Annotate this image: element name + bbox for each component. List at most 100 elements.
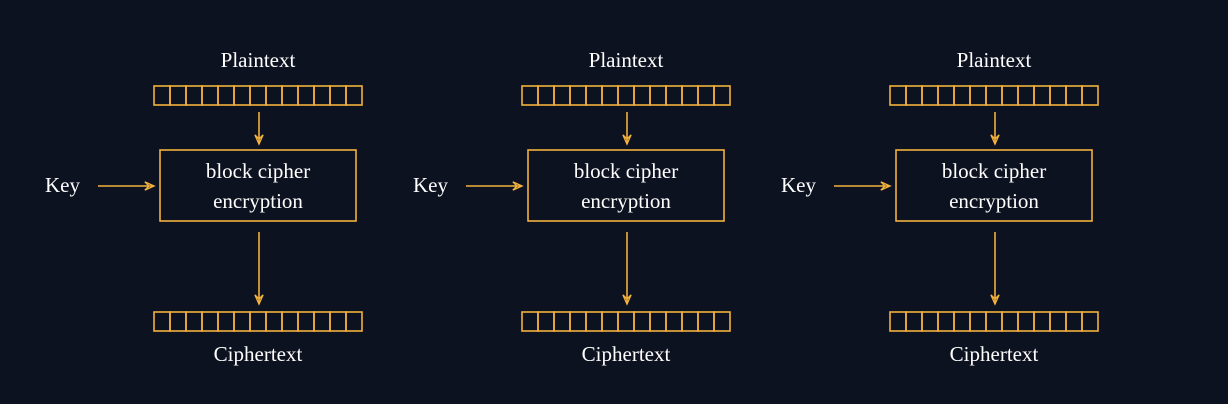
cipher-label-line2: encryption bbox=[949, 189, 1039, 213]
cipher-label-line2: encryption bbox=[581, 189, 671, 213]
block-cell bbox=[233, 311, 251, 332]
block-cell bbox=[649, 311, 667, 332]
block-cell bbox=[1001, 311, 1019, 332]
block-cell bbox=[585, 85, 603, 106]
plaintext-label: Plaintext bbox=[589, 48, 664, 72]
key-label: Key bbox=[45, 173, 80, 197]
block-cell bbox=[905, 85, 923, 106]
block-cell bbox=[1033, 311, 1051, 332]
plaintext-to-cipher-arrow bbox=[990, 112, 1000, 146]
block-cell bbox=[617, 85, 635, 106]
block-cell bbox=[329, 85, 347, 106]
block-cell bbox=[1081, 311, 1099, 332]
ciphertext-label: Ciphertext bbox=[582, 342, 671, 366]
block-cell bbox=[553, 85, 571, 106]
block-cell bbox=[633, 311, 651, 332]
block-cell bbox=[249, 311, 267, 332]
cipher-to-ciphertext-arrow bbox=[622, 232, 632, 306]
block-cipher-box bbox=[527, 149, 725, 222]
plaintext-label: Plaintext bbox=[957, 48, 1032, 72]
block-cell bbox=[569, 311, 587, 332]
ciphertext-block bbox=[889, 311, 1099, 332]
block-cell bbox=[969, 85, 987, 106]
block-cell bbox=[921, 85, 939, 106]
key-arrow bbox=[466, 181, 524, 191]
key-label: Key bbox=[413, 173, 448, 197]
block-cipher-box bbox=[895, 149, 1093, 222]
block-cell bbox=[697, 311, 715, 332]
block-cell bbox=[953, 311, 971, 332]
block-cell bbox=[345, 85, 363, 106]
block-cell bbox=[185, 311, 203, 332]
key-arrow bbox=[834, 181, 892, 191]
block-cell bbox=[601, 85, 619, 106]
block-cell bbox=[697, 85, 715, 106]
block-cell bbox=[937, 311, 955, 332]
ecb-unit-2: Plaintext block cipher encryption KeyCipher… bbox=[413, 48, 731, 366]
block-cipher-box bbox=[159, 149, 357, 222]
block-cell bbox=[313, 311, 331, 332]
block-cell bbox=[265, 85, 283, 106]
block-cell bbox=[217, 85, 235, 106]
block-cell bbox=[1081, 85, 1099, 106]
plaintext-to-cipher-arrow bbox=[254, 112, 264, 146]
key-arrow bbox=[98, 181, 156, 191]
block-cell bbox=[537, 85, 555, 106]
block-cell bbox=[1033, 85, 1051, 106]
block-cell bbox=[537, 311, 555, 332]
block-cell bbox=[153, 85, 171, 106]
block-cell bbox=[249, 85, 267, 106]
ciphertext-block bbox=[153, 311, 363, 332]
block-cell bbox=[329, 311, 347, 332]
block-cell bbox=[1017, 85, 1035, 106]
plaintext-block bbox=[889, 85, 1099, 106]
block-cell bbox=[937, 85, 955, 106]
block-cell bbox=[185, 85, 203, 106]
block-cell bbox=[921, 311, 939, 332]
block-cell bbox=[201, 311, 219, 332]
block-cell bbox=[1049, 311, 1067, 332]
block-cell bbox=[889, 85, 907, 106]
ciphertext-block bbox=[521, 311, 731, 332]
block-cell bbox=[953, 85, 971, 106]
block-cell bbox=[1001, 85, 1019, 106]
block-cell bbox=[1049, 85, 1067, 106]
block-cell bbox=[905, 311, 923, 332]
key-label: Key bbox=[781, 173, 816, 197]
block-cell bbox=[713, 85, 731, 106]
cipher-label-line1: block cipher bbox=[574, 159, 678, 183]
plaintext-label: Plaintext bbox=[221, 48, 296, 72]
block-cell bbox=[1017, 311, 1035, 332]
cipher-label-line1: block cipher bbox=[942, 159, 1046, 183]
block-cell bbox=[233, 85, 251, 106]
plaintext-block bbox=[521, 85, 731, 106]
block-cell bbox=[521, 311, 539, 332]
block-cell bbox=[153, 311, 171, 332]
block-cell bbox=[665, 311, 683, 332]
block-cell bbox=[169, 311, 187, 332]
block-cell bbox=[313, 85, 331, 106]
block-cell bbox=[617, 311, 635, 332]
block-cell bbox=[713, 311, 731, 332]
block-cell bbox=[569, 85, 587, 106]
block-cell bbox=[265, 311, 283, 332]
block-cell bbox=[681, 85, 699, 106]
block-cell bbox=[985, 311, 1003, 332]
cipher-to-ciphertext-arrow bbox=[254, 232, 264, 306]
cipher-label-line2: encryption bbox=[213, 189, 303, 213]
block-cell bbox=[969, 311, 987, 332]
block-cell bbox=[601, 311, 619, 332]
ciphertext-label: Ciphertext bbox=[214, 342, 303, 366]
block-cell bbox=[345, 311, 363, 332]
block-cell bbox=[169, 85, 187, 106]
block-cell bbox=[281, 311, 299, 332]
block-cell bbox=[281, 85, 299, 106]
block-cell bbox=[553, 311, 571, 332]
block-cell bbox=[521, 85, 539, 106]
plaintext-block bbox=[153, 85, 363, 106]
block-cell bbox=[201, 85, 219, 106]
block-cell bbox=[633, 85, 651, 106]
